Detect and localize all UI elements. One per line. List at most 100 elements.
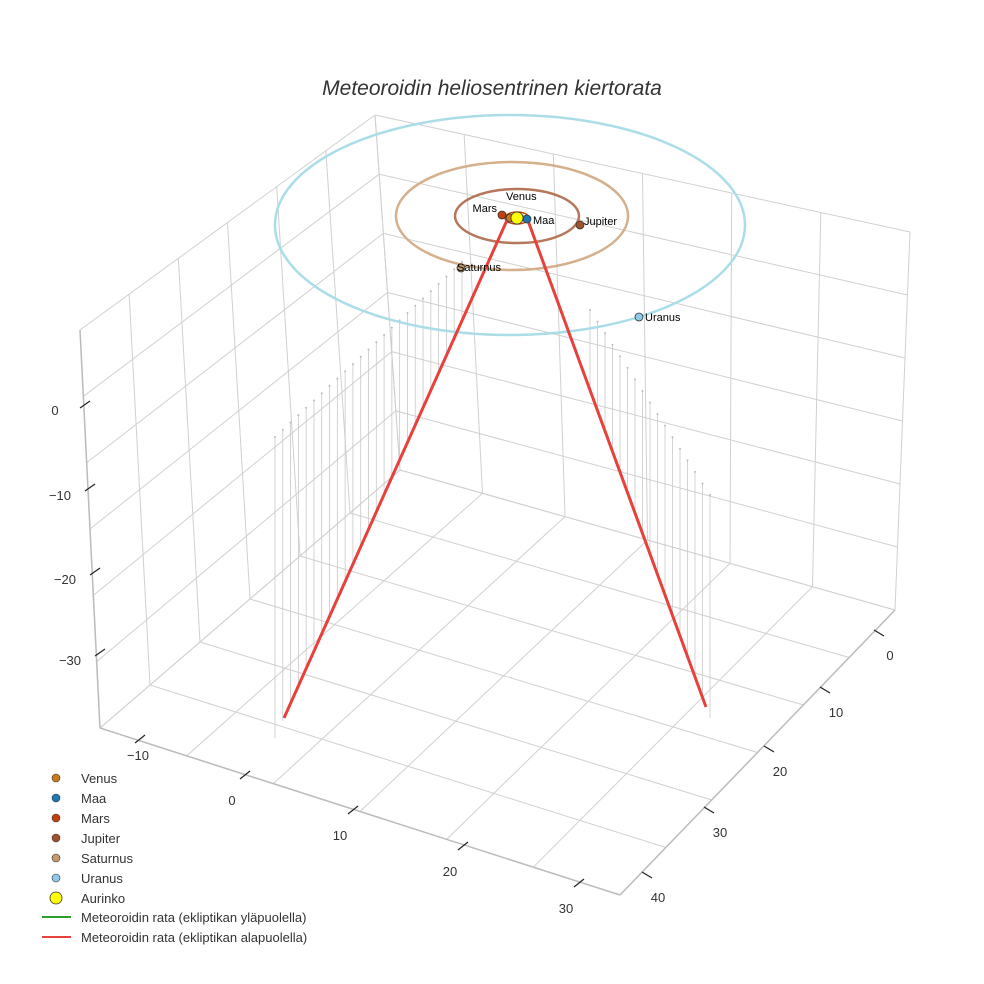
- gridline: [532, 586, 813, 868]
- tick-mark: [79, 400, 91, 409]
- planet-label: Uranus: [645, 312, 681, 324]
- tick-mark: [89, 567, 101, 576]
- sun-marker: [510, 211, 524, 225]
- drop-marker: [328, 384, 331, 387]
- drop-marker: [641, 389, 644, 392]
- legend-marker: [49, 891, 63, 905]
- planet-label: Jupiter: [584, 216, 617, 228]
- drop-marker: [320, 392, 323, 395]
- y-tick-label: 30: [713, 825, 727, 840]
- z-tick-label: −10: [49, 488, 71, 503]
- legend-label: Aurinko: [81, 891, 125, 906]
- drop-marker: [649, 401, 651, 404]
- y-tick-label: 20: [773, 764, 787, 779]
- drop-marker: [344, 370, 347, 373]
- drop-marker: [390, 326, 393, 329]
- drop-marker: [619, 355, 621, 358]
- gridline: [374, 114, 401, 471]
- legend[interactable]: VenusMaaMarsJupiterSaturnusUranusAurinko…: [42, 771, 307, 945]
- x-tick-label: 30: [559, 901, 573, 916]
- drop-marker: [694, 470, 696, 473]
- drop-marker: [383, 333, 386, 336]
- orbits: [273, 113, 747, 337]
- gridline: [894, 231, 911, 611]
- drop-marker: [656, 413, 659, 416]
- drop-marker: [281, 428, 284, 431]
- drop-lines: [274, 261, 711, 739]
- y-tick-label: 10: [829, 705, 843, 720]
- legend-marker: [51, 793, 61, 803]
- legend-marker: [51, 873, 61, 883]
- x-tick-label: 0: [228, 793, 235, 808]
- gridline: [96, 410, 397, 663]
- drop-marker: [289, 421, 292, 424]
- gridline: [299, 555, 804, 706]
- drop-marker: [375, 341, 378, 344]
- y-tick-label: 0: [886, 648, 893, 663]
- legend-label: Venus: [81, 771, 118, 786]
- z-tick-label: 0: [51, 403, 58, 418]
- axis-line: [99, 727, 621, 896]
- tick-mark: [84, 483, 96, 492]
- drop-marker: [422, 297, 425, 300]
- drop-marker: [604, 332, 606, 335]
- drop-marker: [611, 343, 614, 346]
- drop-marker: [437, 282, 440, 285]
- drop-marker: [701, 482, 704, 485]
- tick-mark: [239, 770, 251, 780]
- drop-marker: [626, 366, 629, 369]
- drop-marker: [351, 363, 354, 366]
- gridline: [349, 512, 850, 658]
- y-tick-label: 40: [651, 890, 665, 905]
- z-tick-label: −20: [54, 572, 76, 587]
- tick-mark: [703, 806, 715, 814]
- x-tick-label: 10: [333, 828, 347, 843]
- x-tick-label: 20: [443, 864, 457, 879]
- drop-marker: [664, 424, 666, 427]
- tick-mark: [134, 734, 146, 744]
- legend-marker: [51, 833, 61, 843]
- planet-label: Saturnus: [457, 262, 502, 274]
- legend-label: Meteoroidin rata (ekliptikan alapuolella…: [81, 930, 307, 945]
- orbit-uranus: [273, 113, 747, 337]
- tick-mark: [873, 629, 885, 637]
- legend-label: Mars: [81, 811, 110, 826]
- orbit-jupiter: [453, 187, 581, 245]
- drop-marker: [686, 459, 689, 462]
- drop-marker: [406, 312, 409, 315]
- drop-marker: [305, 406, 308, 409]
- planet-maa: [522, 214, 532, 224]
- tick-mark: [573, 878, 585, 888]
- legend-label: Uranus: [81, 871, 123, 886]
- drop-marker: [429, 290, 432, 293]
- legend-marker: [51, 813, 61, 823]
- gridline: [99, 469, 401, 729]
- planet-label: Mars: [473, 203, 498, 215]
- drop-marker: [445, 275, 448, 278]
- drop-marker: [367, 348, 370, 351]
- x-tick-label: −10: [127, 748, 149, 763]
- planet-jupiter: [575, 220, 585, 230]
- planet-label: Venus: [506, 191, 537, 203]
- drop-marker: [297, 414, 300, 417]
- gridline: [391, 351, 901, 485]
- planet-uranus: [634, 312, 644, 322]
- tick-mark: [347, 805, 359, 815]
- drop-marker: [596, 320, 599, 323]
- drop-marker: [679, 447, 681, 450]
- axis-line: [619, 609, 896, 896]
- legend-marker: [51, 773, 61, 783]
- tick-mark: [763, 745, 775, 753]
- planet-label: Maa: [533, 215, 555, 227]
- drop-marker: [274, 436, 276, 438]
- drop-marker: [336, 377, 339, 380]
- drop-marker: [671, 436, 674, 439]
- tick-mark: [819, 686, 831, 694]
- drop-marker: [589, 309, 591, 311]
- legend-label: Jupiter: [81, 831, 121, 846]
- drop-marker: [312, 399, 315, 402]
